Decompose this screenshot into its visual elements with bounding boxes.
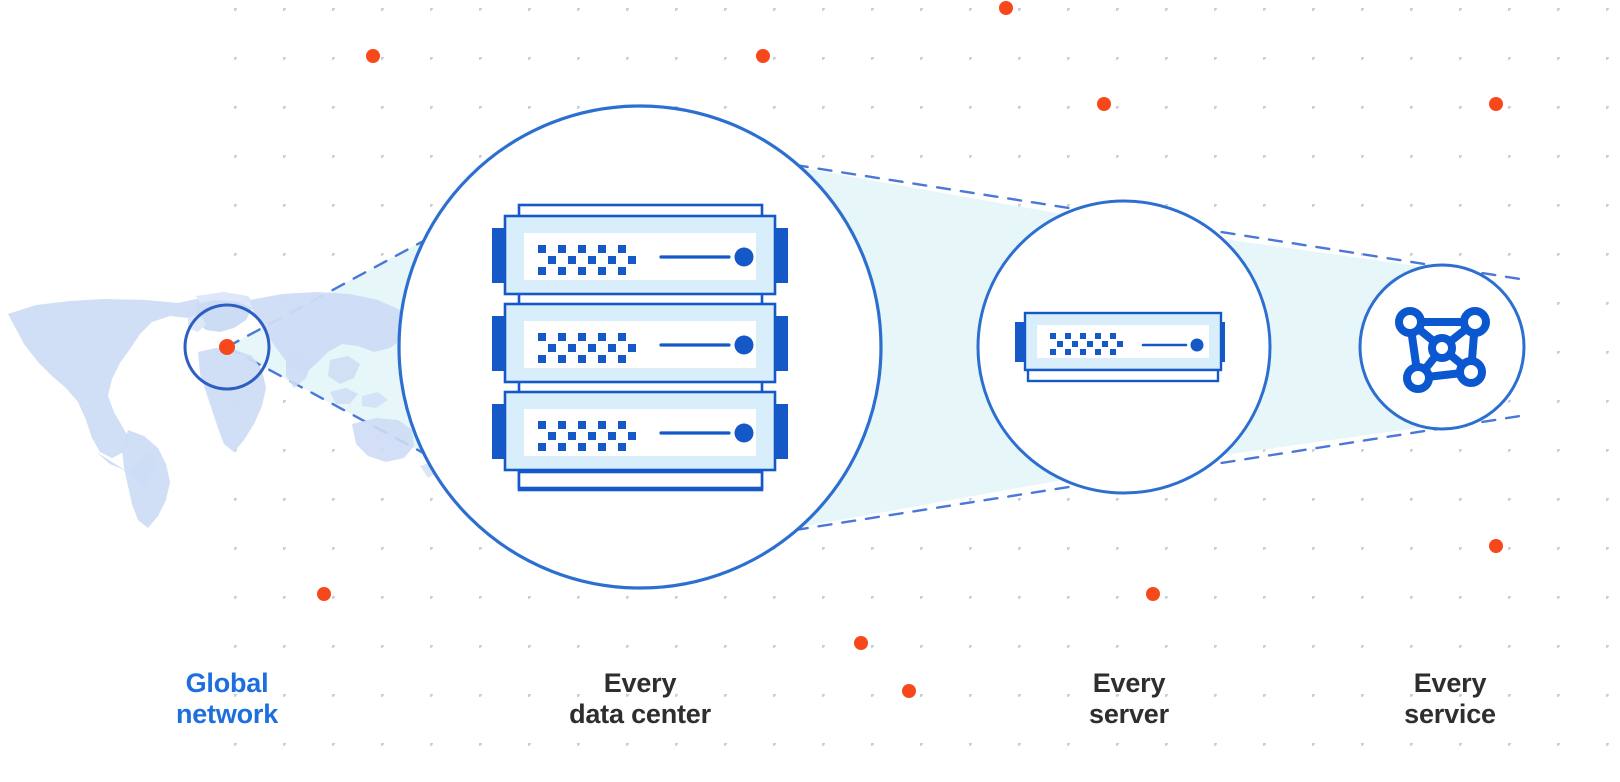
single-server-icon <box>1015 311 1225 383</box>
stage-label-service: Every service <box>1404 668 1496 729</box>
server-unit-3 <box>492 390 788 472</box>
single-server-led-grid <box>1050 333 1123 355</box>
stage-label-global-network: Global network <box>175 668 279 729</box>
server-led-grid-2 <box>538 333 636 363</box>
service-network-graph-icon <box>1395 307 1490 393</box>
server-rack-icon <box>492 203 788 492</box>
global-network-marker-dot <box>219 339 235 355</box>
server-led-grid-3 <box>538 421 636 451</box>
server-led-grid-1 <box>538 245 636 275</box>
orange-accent-dots <box>317 1 1503 698</box>
server-unit-1 <box>492 214 788 296</box>
server-unit-2 <box>492 302 788 384</box>
stage-label-server: Every server <box>1089 668 1169 729</box>
stage-label-data-center: Every data center <box>569 668 711 729</box>
global-network-highlight-circle <box>183 303 271 391</box>
